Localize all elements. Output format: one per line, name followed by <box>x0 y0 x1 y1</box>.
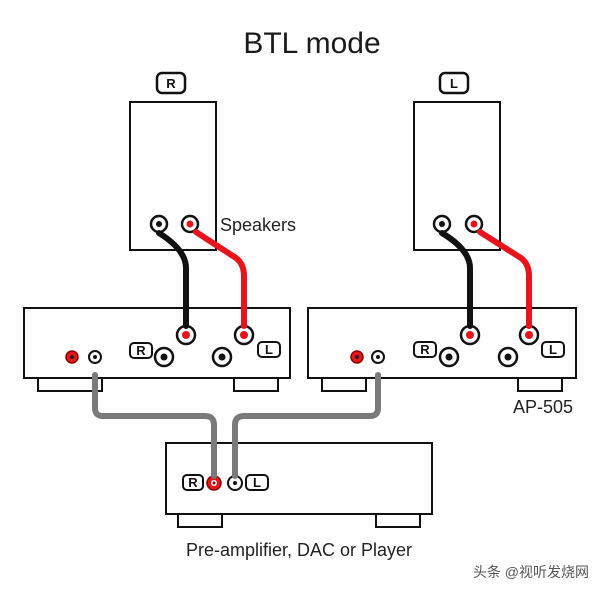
source-device: R L <box>165 442 433 528</box>
amp-right-r-badge: R <box>129 342 153 359</box>
amp-right-l-badge: L <box>257 341 281 358</box>
amplifier-right: R L <box>23 307 291 392</box>
svg-text:L: L <box>253 475 261 490</box>
speaker-left <box>413 101 501 251</box>
source-l-badge: L <box>245 474 269 491</box>
speaker-left-positive-cable <box>477 229 532 329</box>
svg-text:R: R <box>136 343 146 358</box>
signal-cable-left <box>232 372 381 479</box>
svg-text:L: L <box>549 342 557 357</box>
amp-left-r-badge: R <box>413 341 437 358</box>
speaker-left-negative-cable <box>439 230 473 329</box>
amp-left-l-badge: L <box>541 341 565 358</box>
speaker-right-badge: R <box>155 71 187 95</box>
diagram-title: BTL mode <box>243 27 380 60</box>
amplifier-model-label: AP-505 <box>513 397 573 417</box>
source-r-badge: R <box>182 474 204 491</box>
svg-text:R: R <box>188 475 198 490</box>
speaker-right-negative-cable <box>156 230 189 329</box>
speaker-left-badge: L <box>438 71 470 95</box>
svg-text:R: R <box>166 76 176 91</box>
speaker-right <box>129 101 217 251</box>
amplifier-left: R L <box>307 307 577 392</box>
signal-cable-right <box>92 372 217 479</box>
watermark: 头条 @视听发烧网 <box>473 564 589 580</box>
speakers-label: Speakers <box>220 215 296 235</box>
svg-text:L: L <box>265 342 273 357</box>
speaker-right-positive-cable <box>193 229 247 329</box>
source-device-label: Pre-amplifier, DAC or Player <box>186 540 412 560</box>
svg-text:R: R <box>420 342 430 357</box>
svg-text:L: L <box>450 76 458 91</box>
